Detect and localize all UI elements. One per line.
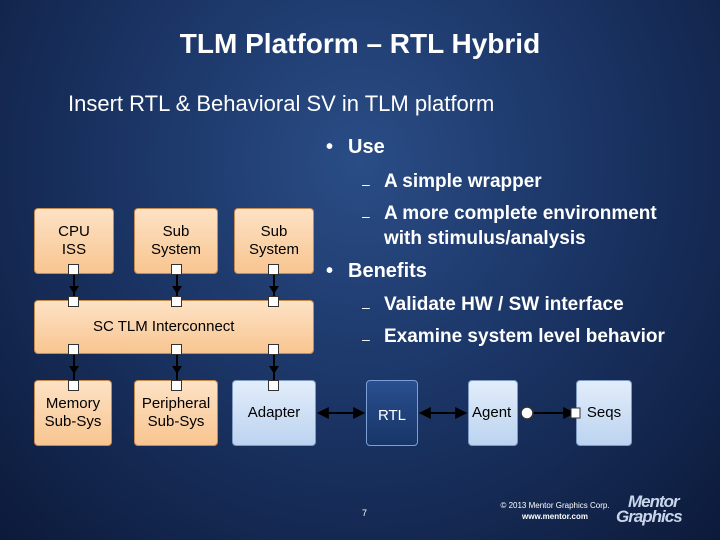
port-interconnect-out-1 (68, 344, 79, 355)
adapter-box: Adapter (232, 380, 316, 446)
mentor-graphics-logo: Mentor Graphics (616, 492, 683, 526)
seqs-box: Seqs (576, 380, 632, 446)
port-sub1-out (171, 264, 182, 275)
port-memory-in (68, 380, 79, 391)
bullet-use-item-2: –A more complete environment (362, 203, 657, 224)
arrowhead-peripheral (172, 366, 182, 374)
arrowhead-memory (69, 366, 79, 374)
agent-port-circle (520, 406, 534, 420)
bullet-benefits-item-1: –Validate HW / SW interface (362, 294, 624, 315)
arrowhead-cpu (69, 286, 79, 294)
port-interconnect-in-3 (268, 296, 279, 307)
bullet-benefits: •Benefits (326, 260, 427, 282)
port-interconnect-out-3 (268, 344, 279, 355)
port-cpu-out (68, 264, 79, 275)
slide-title: TLM Platform – RTL Hybrid (179, 28, 541, 59)
port-sub2-out (268, 264, 279, 275)
bullet-use: •Use (326, 136, 385, 158)
port-interconnect-in-2 (171, 296, 182, 307)
rtl-box: RTL (366, 380, 418, 446)
slide-subtitle: Insert RTL & Behavioral SV in TLM platfo… (68, 91, 495, 116)
arrowhead-sub2 (269, 286, 279, 294)
port-adapter-in (268, 380, 279, 391)
bullet-benefits-item-2: –Examine system level behavior (362, 326, 665, 347)
bullet-use-item-1: –A simple wrapper (362, 171, 542, 192)
arrowhead-sub1 (172, 286, 182, 294)
port-peripheral-in (171, 380, 182, 391)
footer-copyright: © 2013 Mentor Graphics Corp. www.mentor.… (500, 501, 610, 521)
agent-box: Agent (468, 380, 518, 446)
bullet-use-item-2-cont: with stimulus/analysis (384, 228, 586, 249)
page-number: 7 (362, 508, 368, 518)
arrowhead-adapter (269, 366, 279, 374)
port-interconnect-out-2 (171, 344, 182, 355)
seqs-port-square (570, 407, 581, 419)
port-interconnect-in-1 (68, 296, 79, 307)
